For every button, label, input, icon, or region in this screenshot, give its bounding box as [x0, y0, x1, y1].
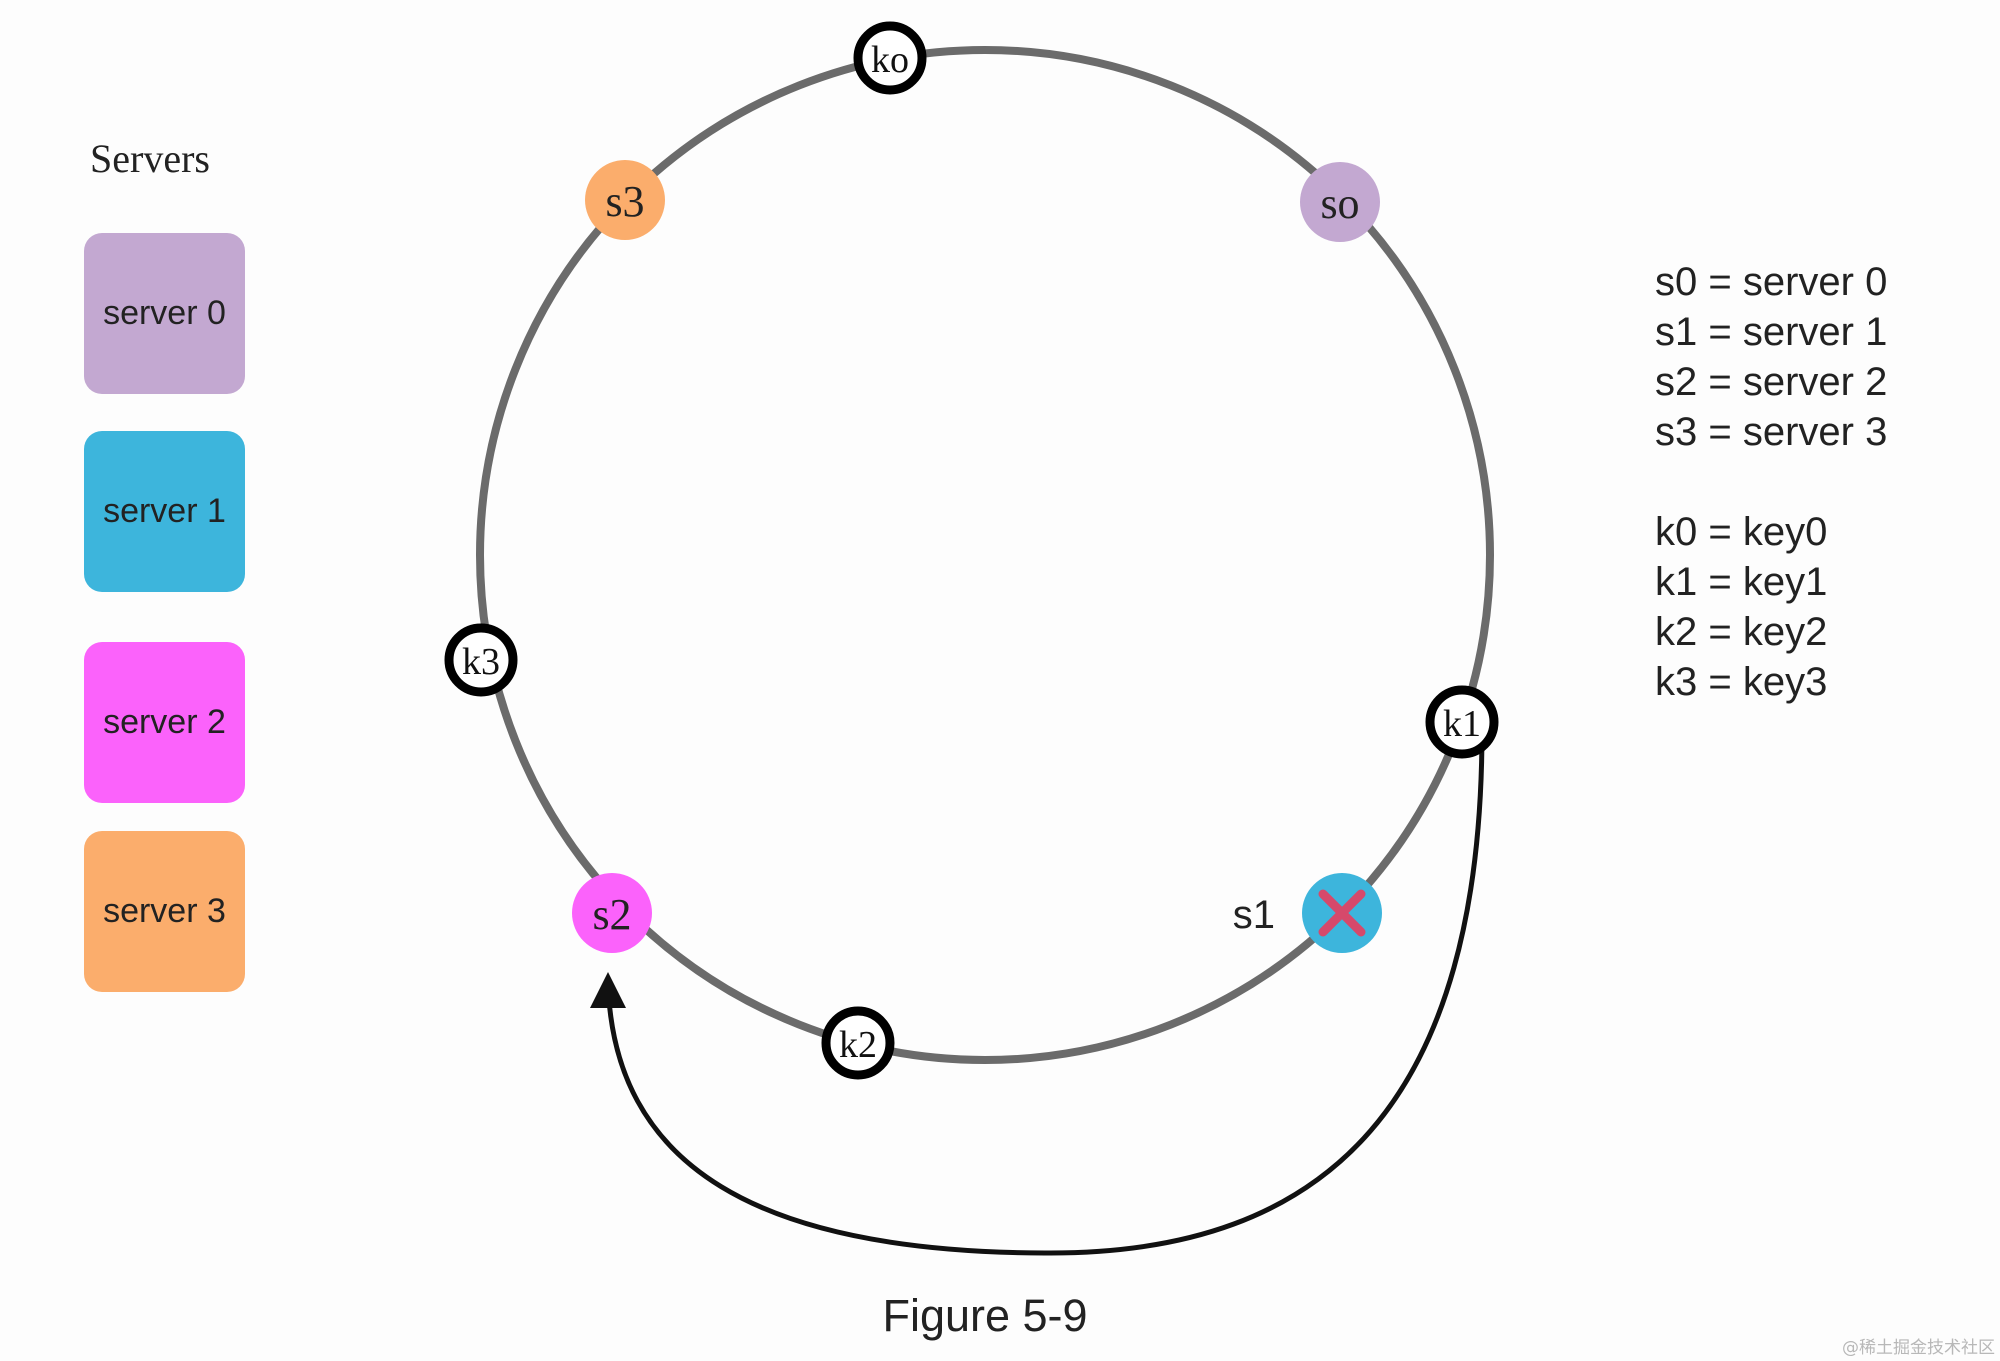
key-node-k2: k2	[821, 1006, 895, 1080]
hash-ring	[476, 46, 1494, 1064]
removed-cross-icon	[1318, 889, 1366, 937]
servers-title: Servers	[90, 136, 210, 181]
server-node-s1: s1	[1233, 873, 1382, 953]
key-node-k1-ring	[1425, 685, 1499, 759]
legend-server-2: s2 = server 2	[1655, 360, 1888, 404]
server-box-3: server 3	[84, 831, 245, 992]
key-node-k1-label: k1	[1443, 703, 1481, 745]
legend: s0 = server 0 s1 = server 1 s2 = server …	[1655, 257, 1975, 707]
legend-key-3: k3 = key3	[1655, 660, 1828, 704]
key-node-k2-label: k2	[839, 1024, 877, 1066]
legend-spacer	[1655, 457, 1975, 507]
arrowhead-icon	[590, 972, 626, 1008]
server-box-0: server 0	[84, 233, 245, 394]
legend-key-1: k1 = key1	[1655, 560, 1828, 604]
key-node-k1: k1	[1425, 685, 1499, 759]
key-node-k3-label: k3	[462, 641, 500, 683]
key-node-k3: k3	[444, 623, 518, 697]
key-node-k3-ring	[444, 623, 518, 697]
legend-server-0: s0 = server 0	[1655, 260, 1888, 304]
legend-server-3: s3 = server 3	[1655, 410, 1888, 454]
server-node-s2-dot	[572, 873, 652, 953]
server-node-s0-label: so	[1320, 179, 1359, 228]
key-node-k0-ring	[853, 21, 927, 95]
server-node-s0: so	[1300, 162, 1380, 242]
server-box-1: server 1	[84, 431, 245, 592]
figure-caption: Figure 5-9	[882, 1290, 1088, 1341]
server-box-2: server 2	[84, 642, 245, 803]
key-node-k0-label: ko	[871, 39, 909, 81]
key-node-k2-ring	[821, 1006, 895, 1080]
legend-key-0: k0 = key0	[1655, 510, 1828, 554]
watermark: @稀土掘金技术社区	[1842, 1338, 1995, 1358]
server-node-s1-label: s1	[1233, 893, 1275, 937]
legend-key-2: k2 = key2	[1655, 610, 1828, 654]
redirect-arrow	[605, 729, 1485, 1256]
server-node-s3-dot	[585, 160, 665, 240]
key-node-k0: ko	[853, 21, 927, 95]
legend-server-1: s1 = server 1	[1655, 310, 1888, 354]
server-node-s2-label: s2	[592, 890, 631, 939]
server-node-s3-label: s3	[605, 177, 644, 226]
server-node-s0-dot	[1300, 162, 1380, 242]
server-node-s3: s3	[585, 160, 665, 240]
server-node-s2: s2	[572, 873, 652, 953]
